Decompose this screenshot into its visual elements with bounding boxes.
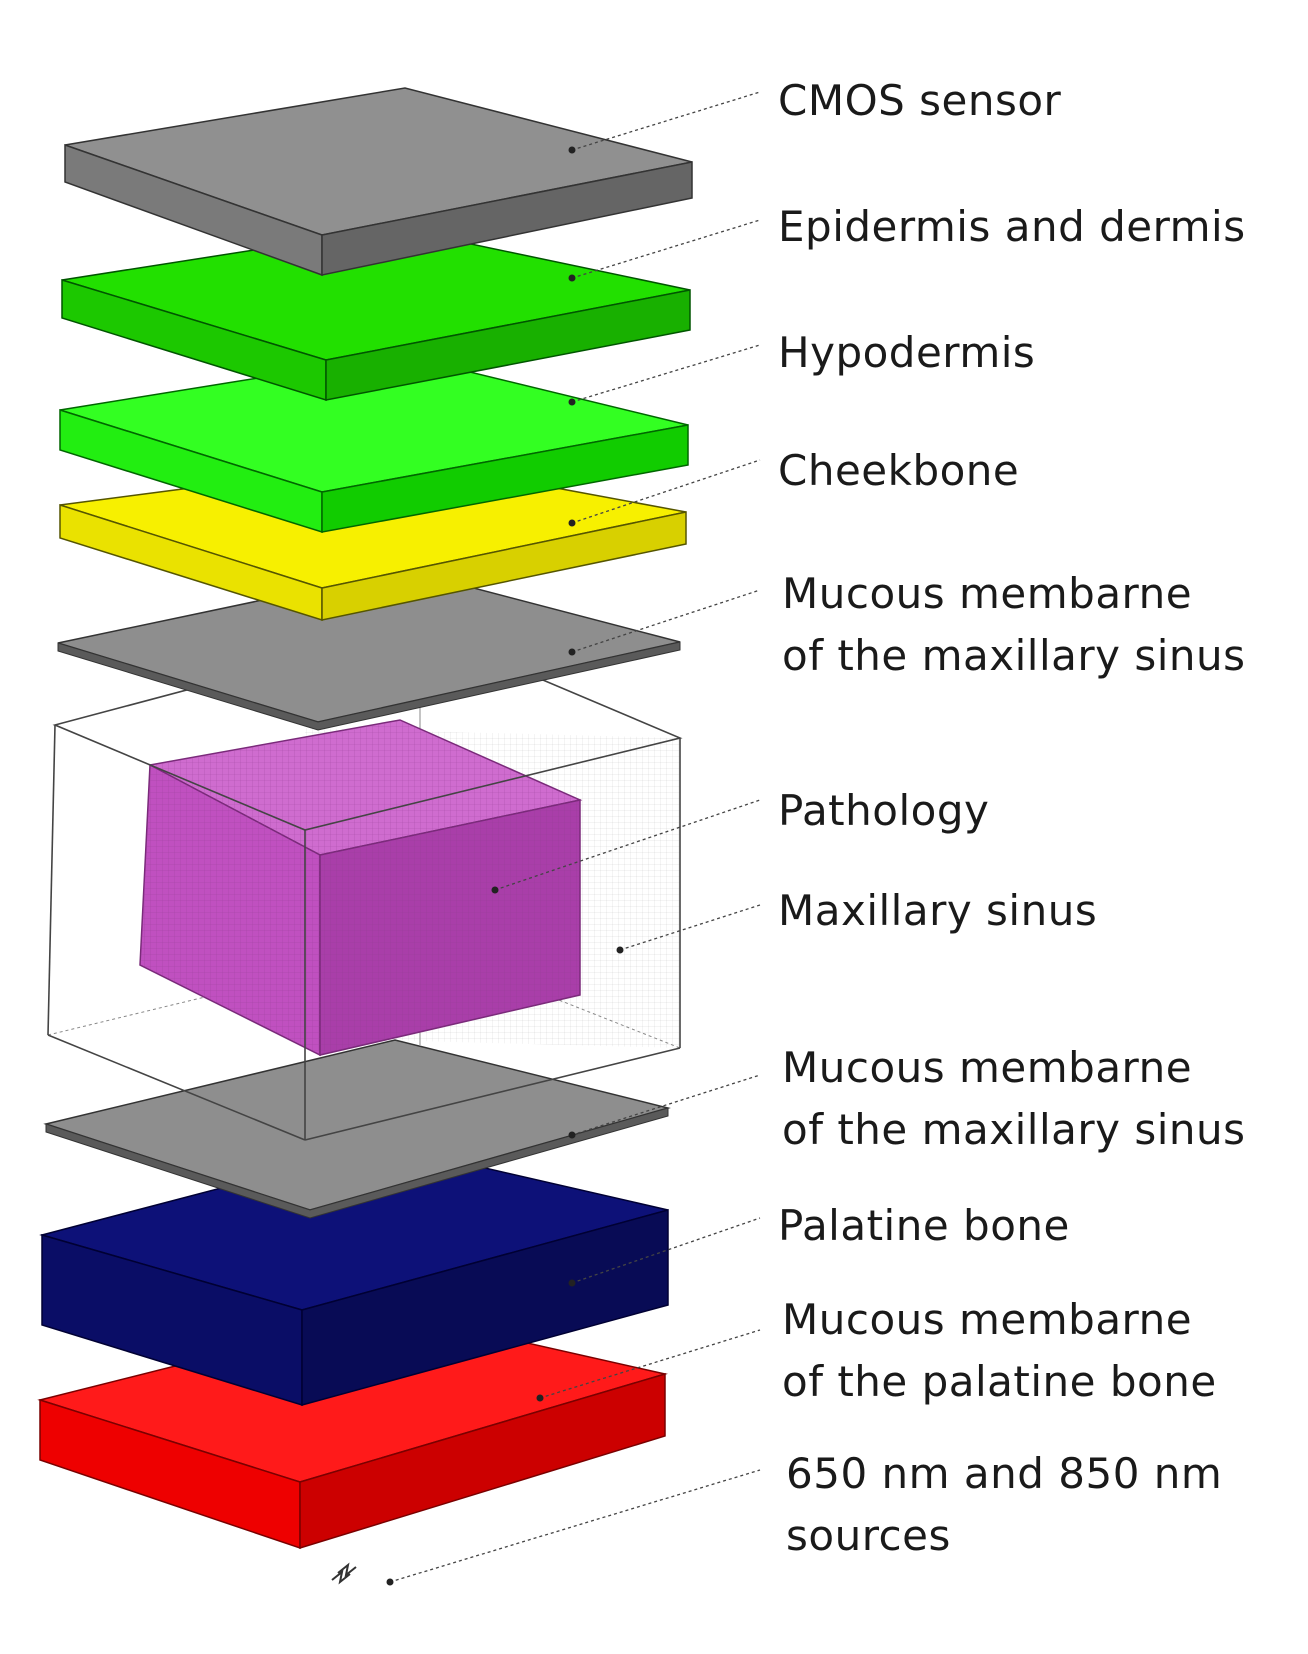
cmos-sensor-slab (64, 87, 693, 277)
dot-mucous-bottom (568, 1131, 576, 1139)
dot-hypodermis (568, 398, 576, 406)
leader-dots (386, 146, 624, 1586)
dot-cmos (568, 146, 576, 154)
label-cmos-sensor: CMOS sensor (778, 76, 1062, 125)
dot-sources (386, 1578, 394, 1586)
dot-mucous-palatine (536, 1394, 544, 1402)
mucous-sinus-top-slab (57, 569, 681, 731)
navy-slab-right (301, 1209, 669, 1406)
dot-cheekbone (568, 519, 576, 527)
hypodermis-slab (59, 354, 689, 534)
green-right (325, 289, 691, 401)
red-source-slab (37, 1311, 668, 1550)
pathology-cube (139, 719, 583, 1057)
red-slab-right (299, 1372, 666, 1550)
gray-top-edge (57, 641, 681, 731)
label-maxillary-sinus: Maxillary sinus (778, 886, 1098, 935)
dot-pathology (491, 886, 499, 894)
label-mucous-sinus-top: Mucous membarne of the maxillary sinus (782, 569, 1246, 680)
light-green-right (321, 424, 689, 533)
palatine-bone-slab (39, 1144, 669, 1407)
label-hypodermis: Hypodermis (778, 328, 1036, 377)
dot-epidermis (568, 274, 576, 282)
dot-sinus (616, 946, 624, 954)
label-cheekbone: Cheekbone (778, 446, 1020, 495)
dot-palatine (568, 1279, 576, 1287)
light-source-symbol (331, 1562, 357, 1585)
dot-mucous-top (568, 648, 576, 656)
label-epidermis-dermis: Epidermis and dermis (778, 202, 1246, 251)
label-palatine-bone: Palatine bone (778, 1201, 1070, 1250)
leader-lines (389, 91, 761, 1583)
gray-bottom-edge (45, 1107, 669, 1219)
label-pathology: Pathology (778, 786, 990, 835)
label-sources: 650 nm and 850 nm sources (786, 1449, 1223, 1560)
epidermis-slab (61, 227, 691, 402)
label-mucous-sinus-bottom: Mucous membarne of the maxillary sinus (782, 1043, 1246, 1154)
label-mucous-palatine: Mucous membarne of the palatine bone (782, 1295, 1217, 1406)
gray-bottom-top (43, 1039, 671, 1211)
yellow-slab-right (321, 511, 687, 621)
mucous-sinus-bottom-slab (43, 1039, 671, 1219)
cmos-right (321, 161, 693, 276)
